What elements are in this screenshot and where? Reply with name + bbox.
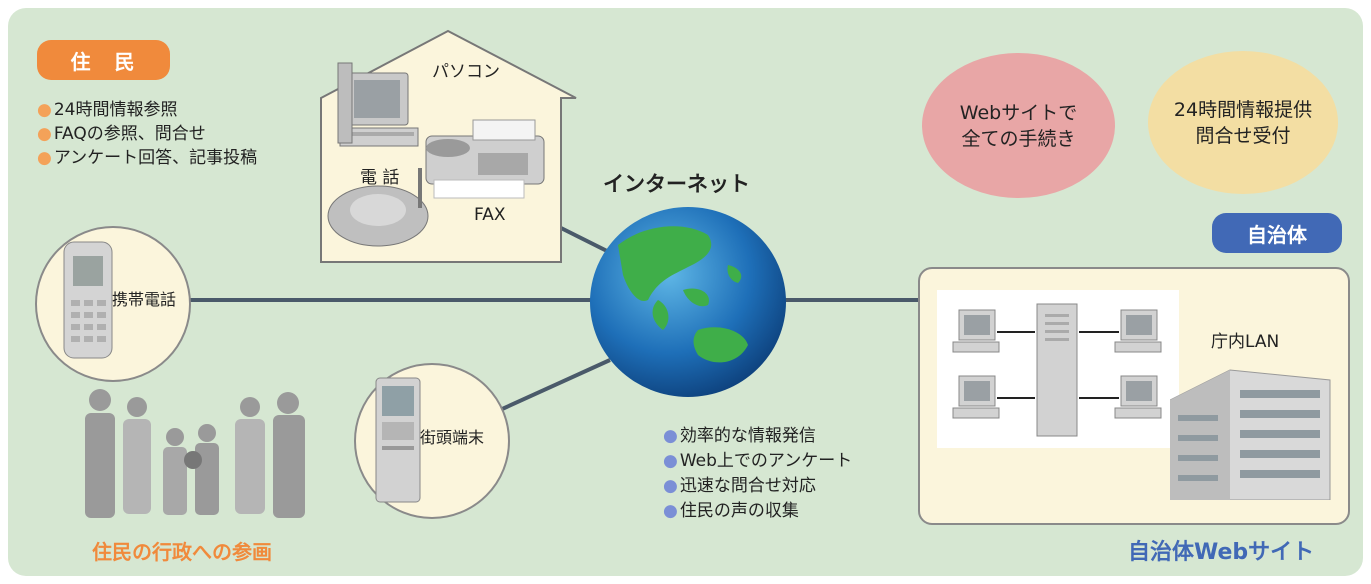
resident-item: 24時間情報参照 (37, 98, 178, 122)
ellipse-procedures: Webサイトで 全ての手続き (922, 53, 1115, 198)
lan-label: 庁内LAN (1211, 332, 1280, 352)
telephone-icon (327, 168, 429, 247)
fax-label: FAX (474, 205, 506, 225)
resident-item: FAQの参照、問合せ (37, 122, 206, 146)
line-to-kiosk (499, 358, 611, 412)
ellipse-left-line: Webサイトで (959, 101, 1078, 124)
internet-title: インターネット (603, 172, 750, 196)
lan-network (937, 290, 1179, 448)
resident-badge: 住 民 (37, 40, 170, 80)
mobile-phone-circle (35, 226, 191, 382)
benefit-item: 迅速な問合せ対応 (663, 474, 816, 498)
benefit-item: 住民の声の収集 (663, 499, 799, 523)
kiosk-icon (375, 377, 421, 503)
benefit-item: 効率的な情報発信 (663, 424, 816, 448)
ellipse-left-line: 全ての手続き (961, 127, 1076, 150)
resident-caption: 住民の行政への参画 (92, 540, 272, 564)
fax-icon (425, 119, 545, 199)
government-caption: 自治体Webサイト (1128, 540, 1315, 565)
house-outline (320, 29, 577, 263)
kiosk-label: 街頭端末 (420, 428, 485, 447)
mobile-label: 携帯電話 (112, 290, 177, 309)
ellipse-right-line: 問合せ受付 (1195, 124, 1291, 147)
government-badge: 自治体 (1212, 213, 1342, 253)
phone-label: 電 話 (360, 168, 400, 188)
ellipse-right-line: 24時間情報提供 (1173, 98, 1313, 121)
mobile-phone-icon (63, 241, 113, 359)
ellipse-24h-info: 24時間情報提供 問合せ受付 (1148, 51, 1338, 194)
pc-label: パソコン (432, 62, 500, 82)
office-building-icon (1170, 369, 1331, 500)
family-illustration (85, 389, 305, 518)
globe-icon (590, 207, 786, 397)
benefit-item: Web上でのアンケート (663, 449, 852, 473)
line-to-house (554, 223, 616, 257)
computer-icon (337, 62, 419, 147)
resident-item: アンケート回答、記事投稿 (37, 146, 257, 170)
